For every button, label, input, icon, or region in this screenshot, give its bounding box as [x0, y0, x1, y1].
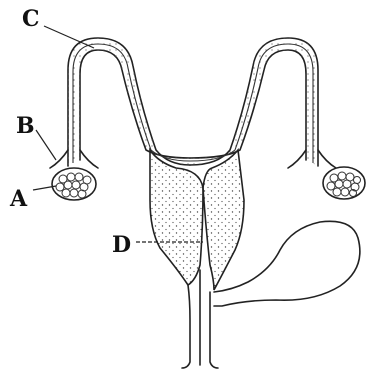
right-gland	[323, 167, 365, 199]
label-c: C	[22, 6, 40, 32]
left-duct-c	[68, 38, 190, 166]
lower-canal	[182, 270, 218, 368]
right-duct	[190, 38, 318, 166]
label-b: B	[16, 113, 35, 139]
central-organ-d	[150, 150, 244, 290]
label-d: D	[112, 232, 131, 258]
left-gland-a	[52, 168, 96, 200]
label-a: A	[9, 186, 28, 212]
